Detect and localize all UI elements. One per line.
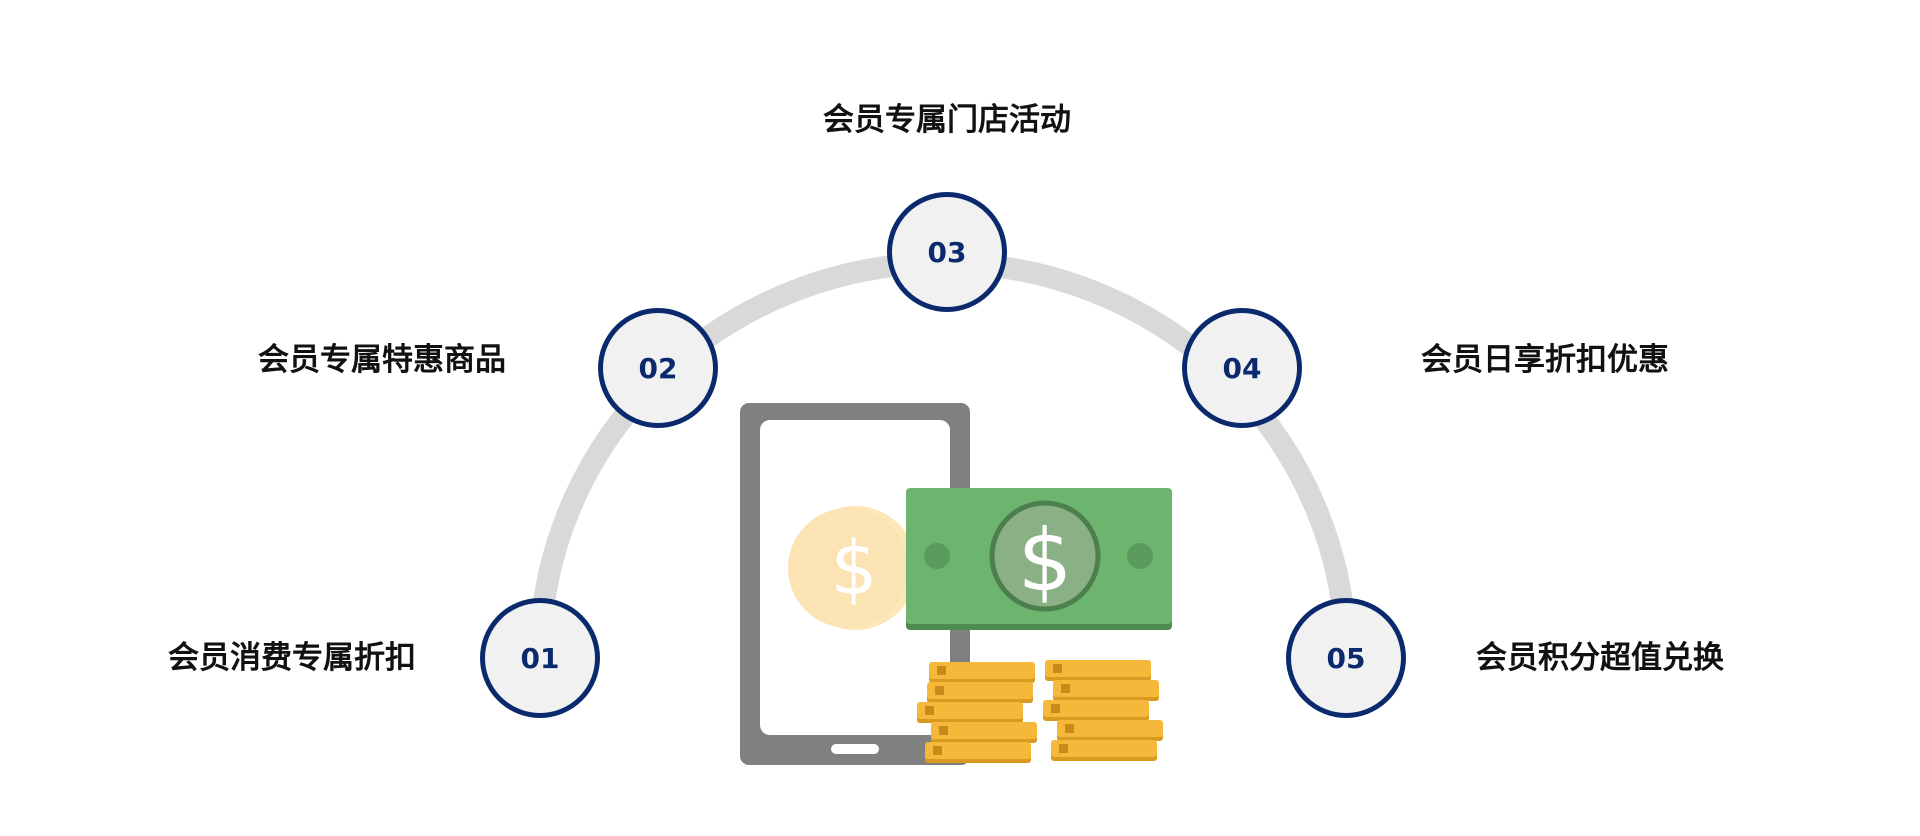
step-number: 02 — [638, 351, 678, 385]
coin — [1043, 700, 1149, 717]
step-node-03: 03 — [887, 192, 1007, 312]
coin-mark — [1059, 744, 1068, 753]
coin — [929, 662, 1035, 679]
coin-stack-icon — [917, 660, 1163, 763]
coin — [917, 702, 1023, 719]
step-label-04: 会员日享折扣优惠 — [1421, 342, 1669, 378]
step-number: 04 — [1222, 351, 1262, 385]
coin — [1057, 720, 1163, 737]
coin-mark — [1053, 664, 1062, 673]
coin-icon: $ — [788, 506, 917, 630]
coin — [927, 682, 1033, 699]
step-label-03: 会员专属门店活动 — [823, 102, 1071, 138]
step-label-02: 会员专属特惠商品 — [258, 342, 506, 378]
step-number: 05 — [1326, 641, 1366, 675]
step-number: 03 — [927, 235, 967, 269]
coin-dollar-sign: $ — [830, 526, 877, 612]
banknote-dollar-sign: $ — [1018, 511, 1073, 611]
coin-mark — [1051, 704, 1060, 713]
step-node-02: 02 — [598, 308, 718, 428]
coin — [1051, 740, 1157, 757]
coin — [925, 742, 1031, 759]
coin-mark — [935, 686, 944, 695]
coin-mark — [939, 726, 948, 735]
step-number: 01 — [520, 641, 560, 675]
coin-mark — [925, 706, 934, 715]
step-label-01: 会员消费专属折扣 — [168, 640, 416, 676]
step-node-04: 04 — [1182, 308, 1302, 428]
coin — [1045, 660, 1151, 677]
coin-mark — [1065, 724, 1074, 733]
coin-mark — [933, 746, 942, 755]
coin-mark — [937, 666, 946, 675]
banknote-icon: $ — [906, 488, 1172, 630]
coin — [931, 722, 1037, 739]
step-node-05: 05 — [1286, 598, 1406, 718]
step-label-05: 会员积分超值兑换 — [1476, 640, 1724, 676]
step-node-01: 01 — [480, 598, 600, 718]
coin-mark — [1061, 684, 1070, 693]
coin — [1053, 680, 1159, 697]
